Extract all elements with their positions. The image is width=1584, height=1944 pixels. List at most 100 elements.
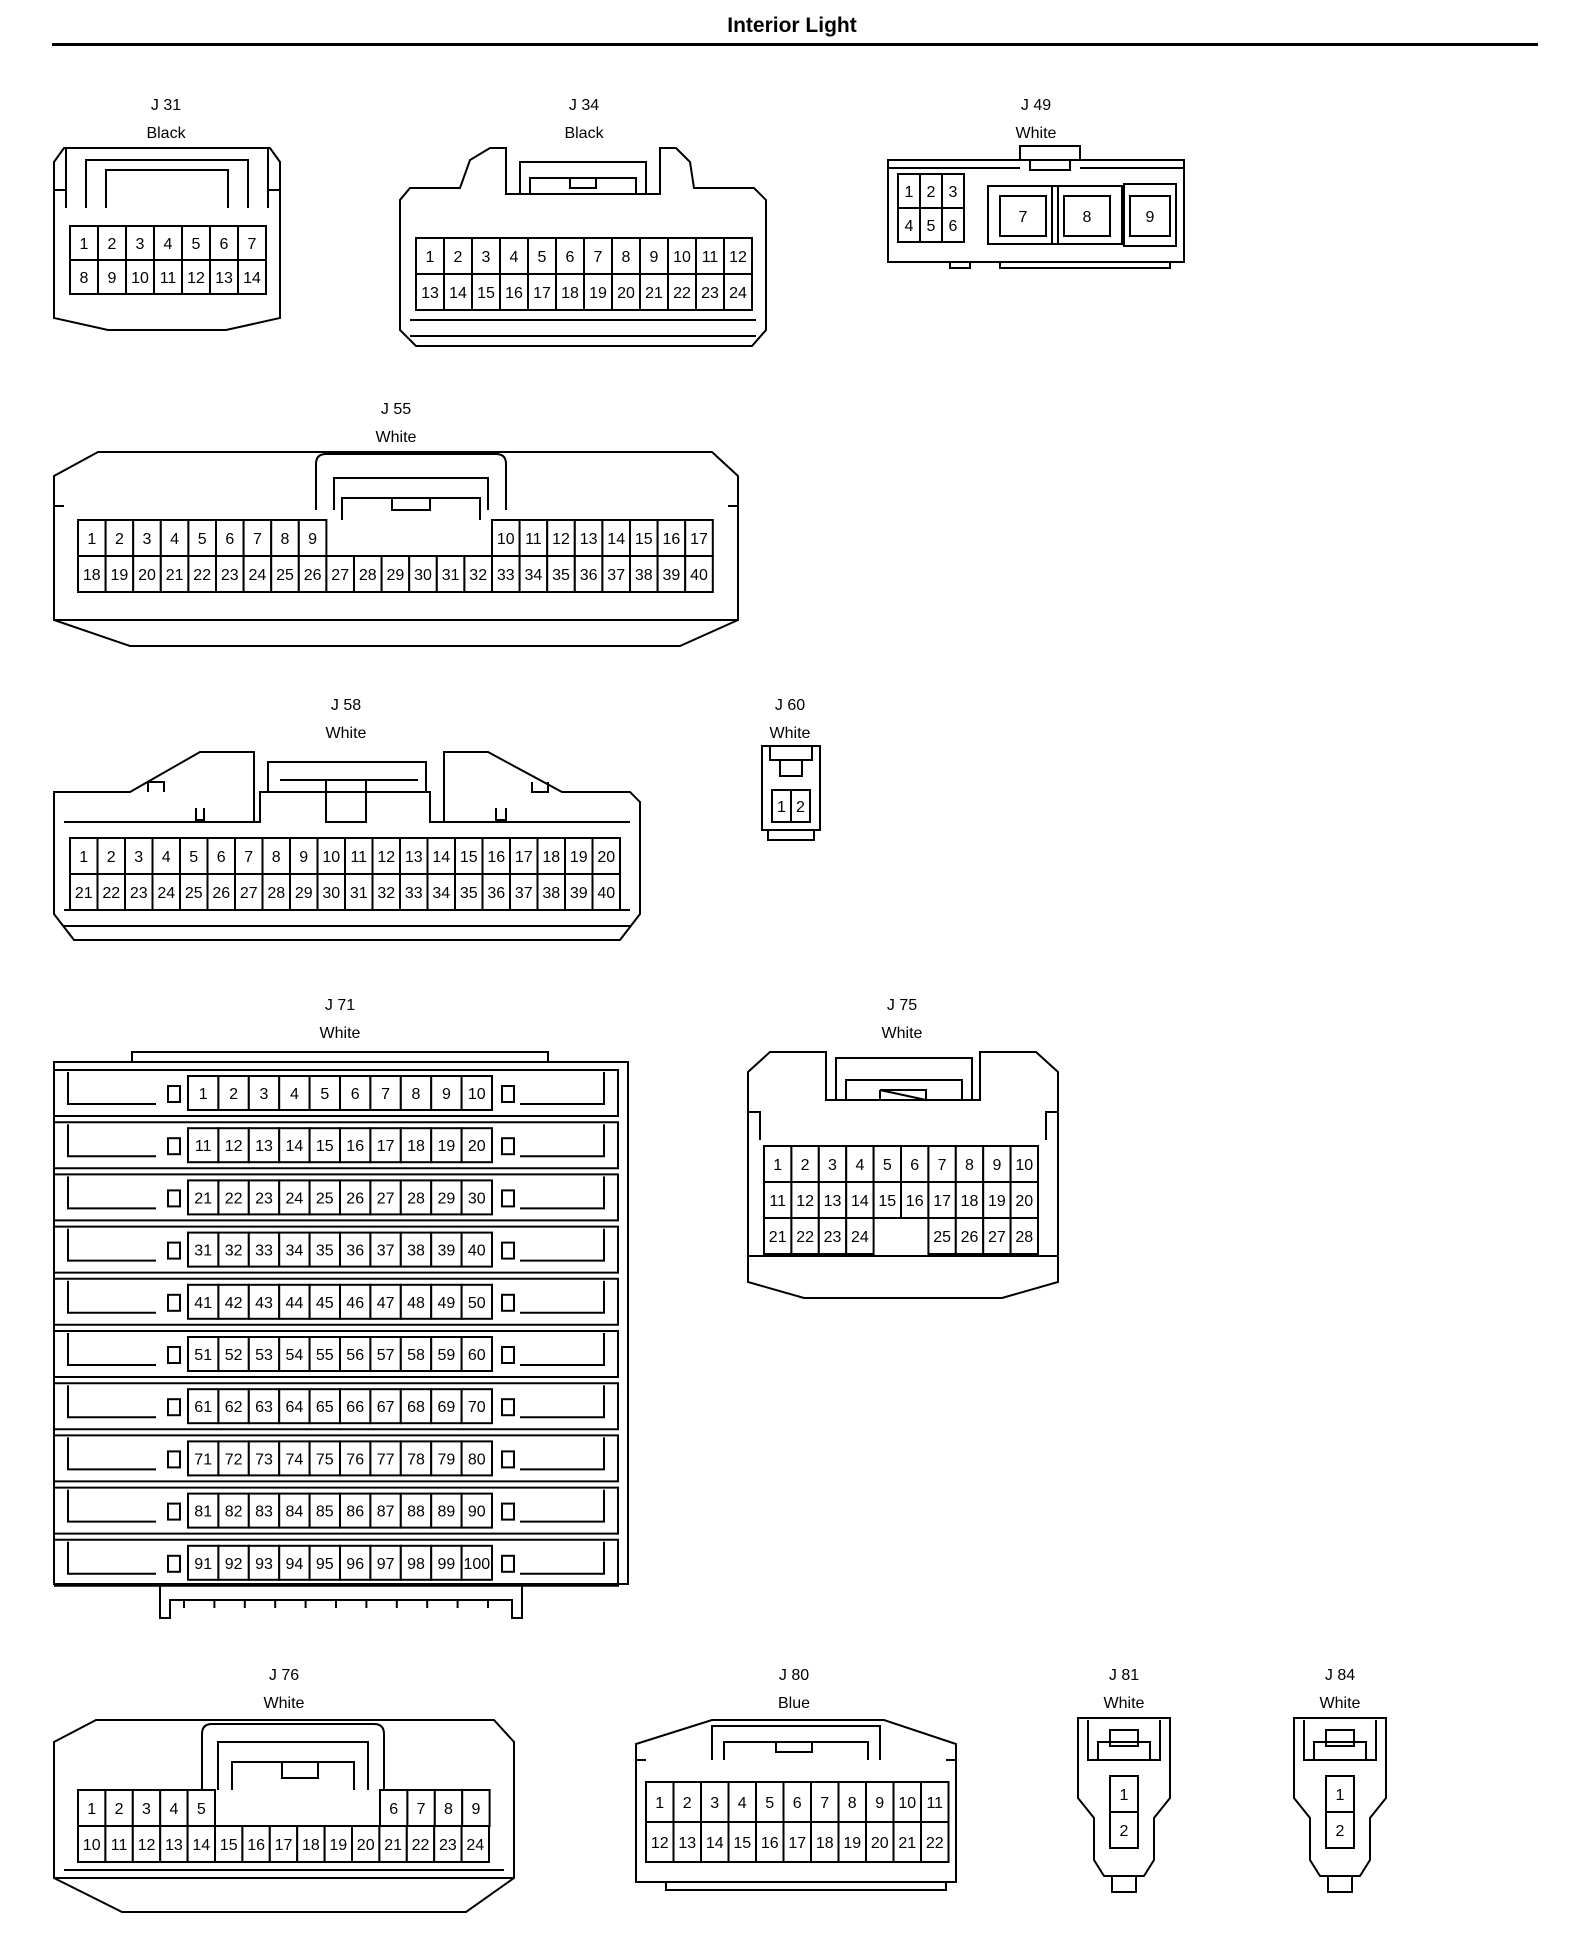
j71-pin-66-label: 66 (346, 1399, 364, 1416)
j75-pin-5-label: 5 (883, 1157, 892, 1174)
j34-pin-20-label: 20 (617, 285, 635, 302)
j71-pin-47-cell (369, 1283, 402, 1320)
j75-pin-23-cell (817, 1217, 848, 1255)
j76-pin-22-cell (405, 1825, 436, 1863)
j80-pin-4-label: 4 (738, 1795, 747, 1812)
j34-pin-9-label: 9 (650, 249, 659, 266)
j71-pin-3-cell (247, 1075, 281, 1111)
j55-pin-25-cell (270, 555, 300, 593)
j75-pin-24-cell (845, 1217, 875, 1255)
j75-pin-23-label: 23 (824, 1229, 842, 1246)
j58-pin-3-label: 3 (134, 849, 143, 866)
j71-pin-75-cell (308, 1440, 342, 1477)
j80-pin-11-cell (920, 1781, 950, 1823)
j75-pin-19-label: 19 (988, 1193, 1006, 1210)
j71-pin-12-label: 12 (225, 1138, 243, 1155)
j55-pin-37-label: 37 (607, 567, 625, 584)
j76-pin-23-label: 23 (439, 1837, 457, 1854)
j55-pin-14-label: 14 (607, 531, 625, 548)
j80-pin-8-label: 8 (848, 1795, 857, 1812)
j75-pin-26-cell (954, 1217, 985, 1255)
j58-pin-28-label: 28 (267, 885, 285, 902)
j75-pin-18-label: 18 (961, 1193, 979, 1210)
j31-pin-14-label: 14 (243, 270, 261, 287)
j34-pin-23-cell (695, 273, 725, 311)
j71-pin-29-cell (430, 1179, 463, 1216)
j75-pin-3-label: 3 (828, 1157, 837, 1174)
j71-pin-44-cell (278, 1283, 311, 1320)
j80-pin-1-label: 1 (655, 1795, 664, 1812)
j71-latch-right (501, 1502, 515, 1521)
j55-pin-36-label: 36 (580, 567, 598, 584)
j49-pin-4-label: 4 (905, 218, 914, 235)
j31-pin-5-label: 5 (192, 236, 201, 253)
j34-pin-22-cell (667, 273, 697, 311)
j80-pin-12-cell (645, 1821, 675, 1863)
j34-pin-11-label: 11 (702, 249, 719, 266)
j58-pin-20-label: 20 (597, 849, 615, 866)
j80-pin-10-label: 10 (898, 1795, 916, 1812)
j81-pin-2-cell (1109, 1811, 1139, 1849)
j58-pin-9-label: 9 (299, 849, 308, 866)
j55-pin-33-label: 33 (497, 567, 515, 584)
j71-bottom-ribs (183, 1600, 489, 1608)
j34-pin-5-cell (527, 237, 557, 275)
j55-pin-26-cell (297, 555, 328, 593)
connector-j31-housing (53, 147, 281, 331)
j71-latch-right (501, 1085, 515, 1103)
j71-pin-55-label: 55 (316, 1347, 334, 1364)
j34-pin-13-label: 13 (421, 285, 439, 302)
connector-j81-housing (1077, 1717, 1171, 1877)
j71-pin-80-label: 80 (468, 1451, 486, 1468)
connector-j55-housing (53, 451, 739, 647)
j58-pin-30-label: 30 (322, 885, 340, 902)
j58-pin-34-label: 34 (432, 885, 450, 902)
j71-pin-100-cell (460, 1544, 494, 1581)
j34-pin-7-label: 7 (594, 249, 603, 266)
j31-pin-14-cell (237, 259, 267, 295)
j55-pin-20-label: 20 (138, 567, 156, 584)
j76-pin-9-cell (461, 1789, 491, 1827)
j71-latch-left (167, 1241, 181, 1260)
j49-pin-6-cell (941, 207, 965, 243)
j71-pin-52-label: 52 (225, 1347, 243, 1364)
j55-pin-27-label: 27 (331, 567, 349, 584)
j71-pin-73-cell (247, 1440, 281, 1477)
j71-pin-86-cell (339, 1492, 372, 1529)
j71-row-block (54, 1173, 619, 1222)
j71-pin-64-cell (278, 1388, 311, 1425)
j71-latch-left (167, 1085, 181, 1103)
j76-pin-13-label: 13 (165, 1837, 183, 1854)
j31-pin-2-cell (97, 225, 127, 261)
j58-pin-4-label: 4 (162, 849, 171, 866)
j76-pin-19-label: 19 (329, 1837, 347, 1854)
j55-pin-12-label: 12 (552, 531, 570, 548)
j71-pin-68-label: 68 (407, 1399, 425, 1416)
j71-pin-75-label: 75 (316, 1451, 334, 1468)
connector-j71-rows (54, 1069, 619, 1608)
j81-pin-1-label: 1 (1120, 1787, 1129, 1804)
j34-pin-5-label: 5 (538, 249, 547, 266)
j58-pin-20-cell (591, 837, 621, 875)
j71-latch-left (167, 1450, 181, 1469)
j55-pin-24-label: 24 (249, 567, 267, 584)
j71-row-block (54, 1225, 619, 1274)
j71-pin-6-label: 6 (351, 1086, 360, 1103)
j34-pin-2-label: 2 (454, 249, 463, 266)
j71-pin-23-label: 23 (255, 1190, 273, 1207)
j34-pin-16-cell (499, 273, 529, 311)
j58-pin-33-label: 33 (405, 885, 423, 902)
j80-pin-19-label: 19 (843, 1835, 861, 1852)
j71-pin-37-cell (369, 1231, 402, 1268)
j31-pin-3-label: 3 (136, 236, 145, 253)
j80-pin-20-cell (865, 1821, 895, 1863)
j75-pin-24-label: 24 (851, 1229, 869, 1246)
j31-pin-8-label: 8 (80, 270, 89, 287)
j71-pin-87-label: 87 (377, 1504, 395, 1521)
j76-pin-16-label: 16 (247, 1837, 265, 1854)
j75-pin-6-cell (900, 1145, 930, 1183)
